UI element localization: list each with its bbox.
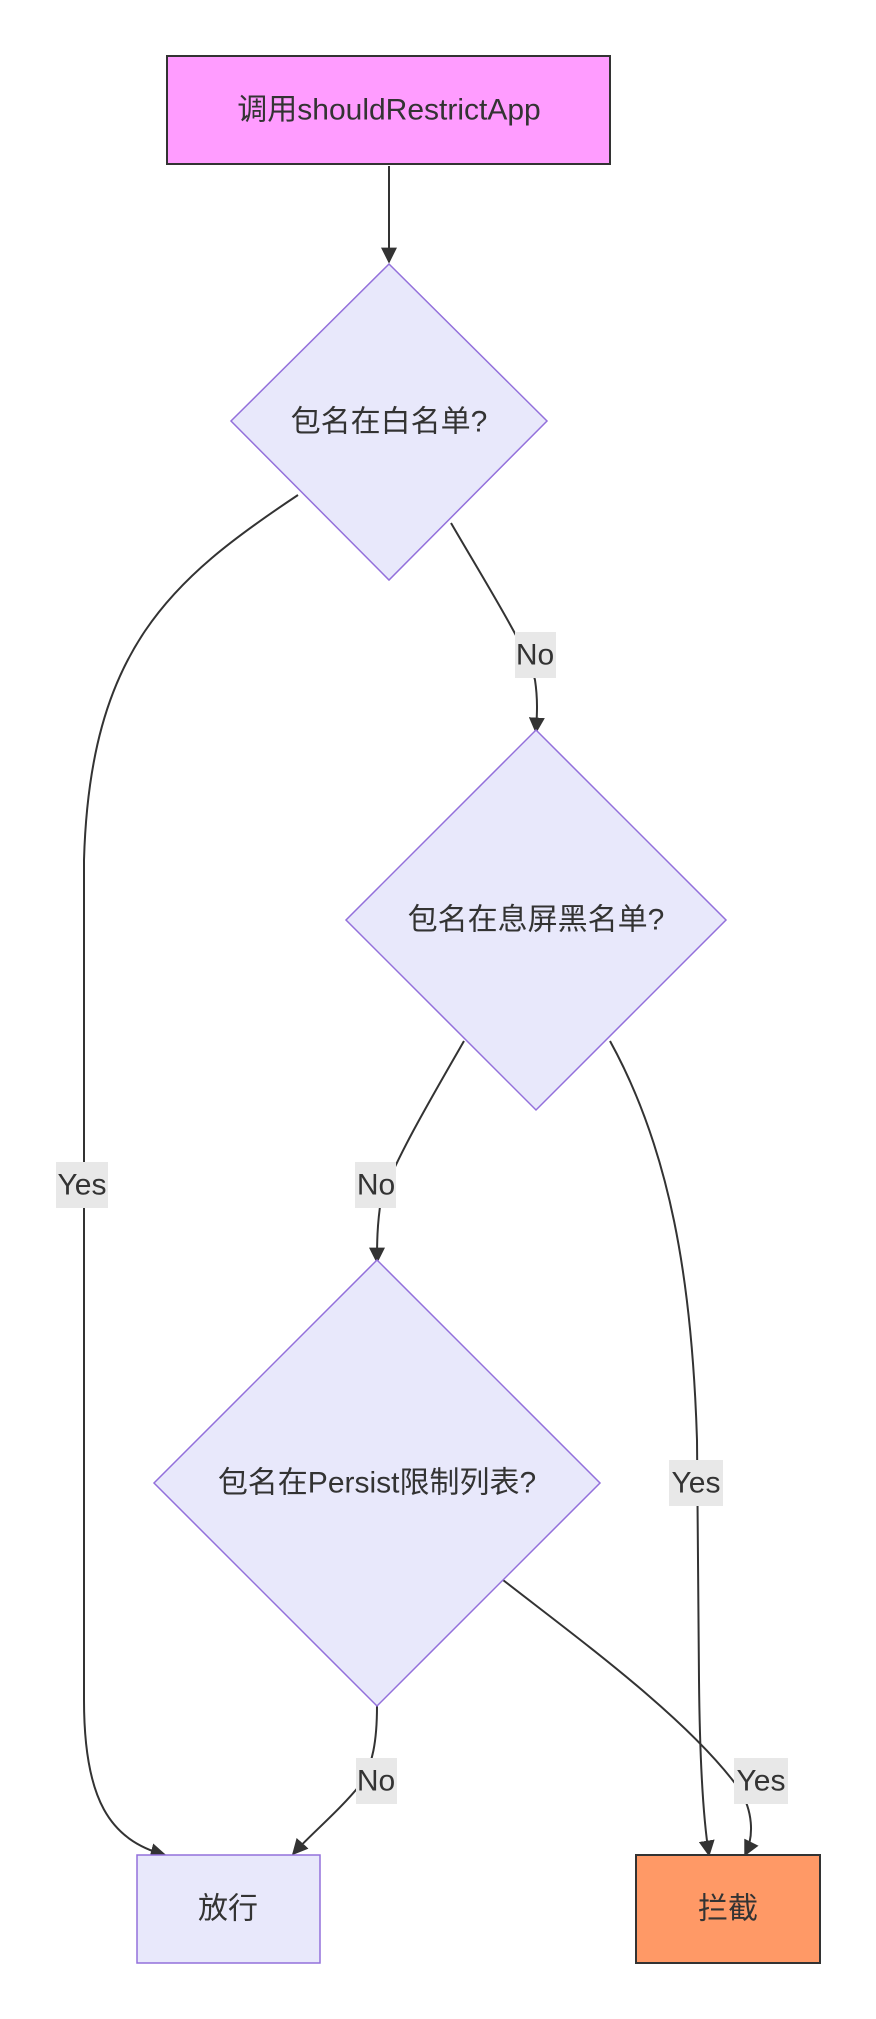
edge-label-bg — [515, 632, 556, 678]
edge-label-bg — [669, 1460, 723, 1506]
edge-blacklist-yes — [609, 1040, 715, 1857]
edge-whitelist-no — [450, 522, 545, 734]
node-check-persist-list: 包名在Persist限制列表? — [152, 1258, 602, 1708]
edge-labels: No Yes No Yes No Yes — [56, 632, 788, 1804]
node-allow: 放行 — [136, 1854, 321, 1964]
decision-label: 包名在息屏黑名单? — [408, 904, 665, 937]
decision-diamond — [152, 1258, 602, 1708]
edge-whitelist-yes — [83, 494, 299, 1859]
edge-label-text: Yes — [58, 1169, 107, 1202]
decision-label: 包名在白名单? — [291, 406, 488, 439]
edge-label-persist-no: No — [356, 1758, 397, 1804]
edge-label-persist-yes: Yes — [734, 1758, 788, 1804]
node-allow-label: 放行 — [198, 1893, 258, 1926]
decision-diamond — [229, 262, 549, 582]
edge-label-bg — [56, 1162, 108, 1208]
nodes: 调用shouldRestrictApp 包名在白名单? 包名在息屏黑名单? 包名… — [136, 55, 821, 1964]
node-block: 拦截 — [635, 1854, 821, 1964]
node-block-box — [635, 1854, 821, 1964]
node-allow-box — [136, 1854, 321, 1964]
edge-label-text: No — [516, 639, 554, 672]
node-start-box — [166, 55, 611, 165]
edge-label-bg — [355, 1162, 396, 1208]
node-block-label: 拦截 — [698, 1893, 758, 1926]
node-check-whitelist: 包名在白名单? — [229, 262, 549, 582]
edge-label-text: Yes — [672, 1467, 721, 1500]
edge-blacklist-no — [369, 1040, 465, 1264]
edge-label-text: Yes — [737, 1765, 786, 1798]
node-start-label: 调用shouldRestrictApp — [237, 94, 540, 127]
edge-label-blacklist-yes: Yes — [669, 1460, 723, 1506]
edge-label-whitelist-yes: Yes — [56, 1162, 108, 1208]
node-start: 调用shouldRestrictApp — [166, 55, 611, 165]
decision-label: 包名在Persist限制列表? — [218, 1467, 536, 1500]
edge-label-bg — [734, 1758, 788, 1804]
edge-persist-yes — [502, 1579, 759, 1857]
decision-diamond — [344, 728, 728, 1112]
edge-label-text: No — [357, 1765, 395, 1798]
edge-label-text: No — [357, 1169, 395, 1202]
edge-label-whitelist-no: No — [515, 632, 556, 678]
node-check-screen-off-blacklist: 包名在息屏黑名单? — [344, 728, 728, 1112]
edge-label-bg — [356, 1758, 397, 1804]
edge-label-blacklist-no: No — [355, 1162, 396, 1208]
